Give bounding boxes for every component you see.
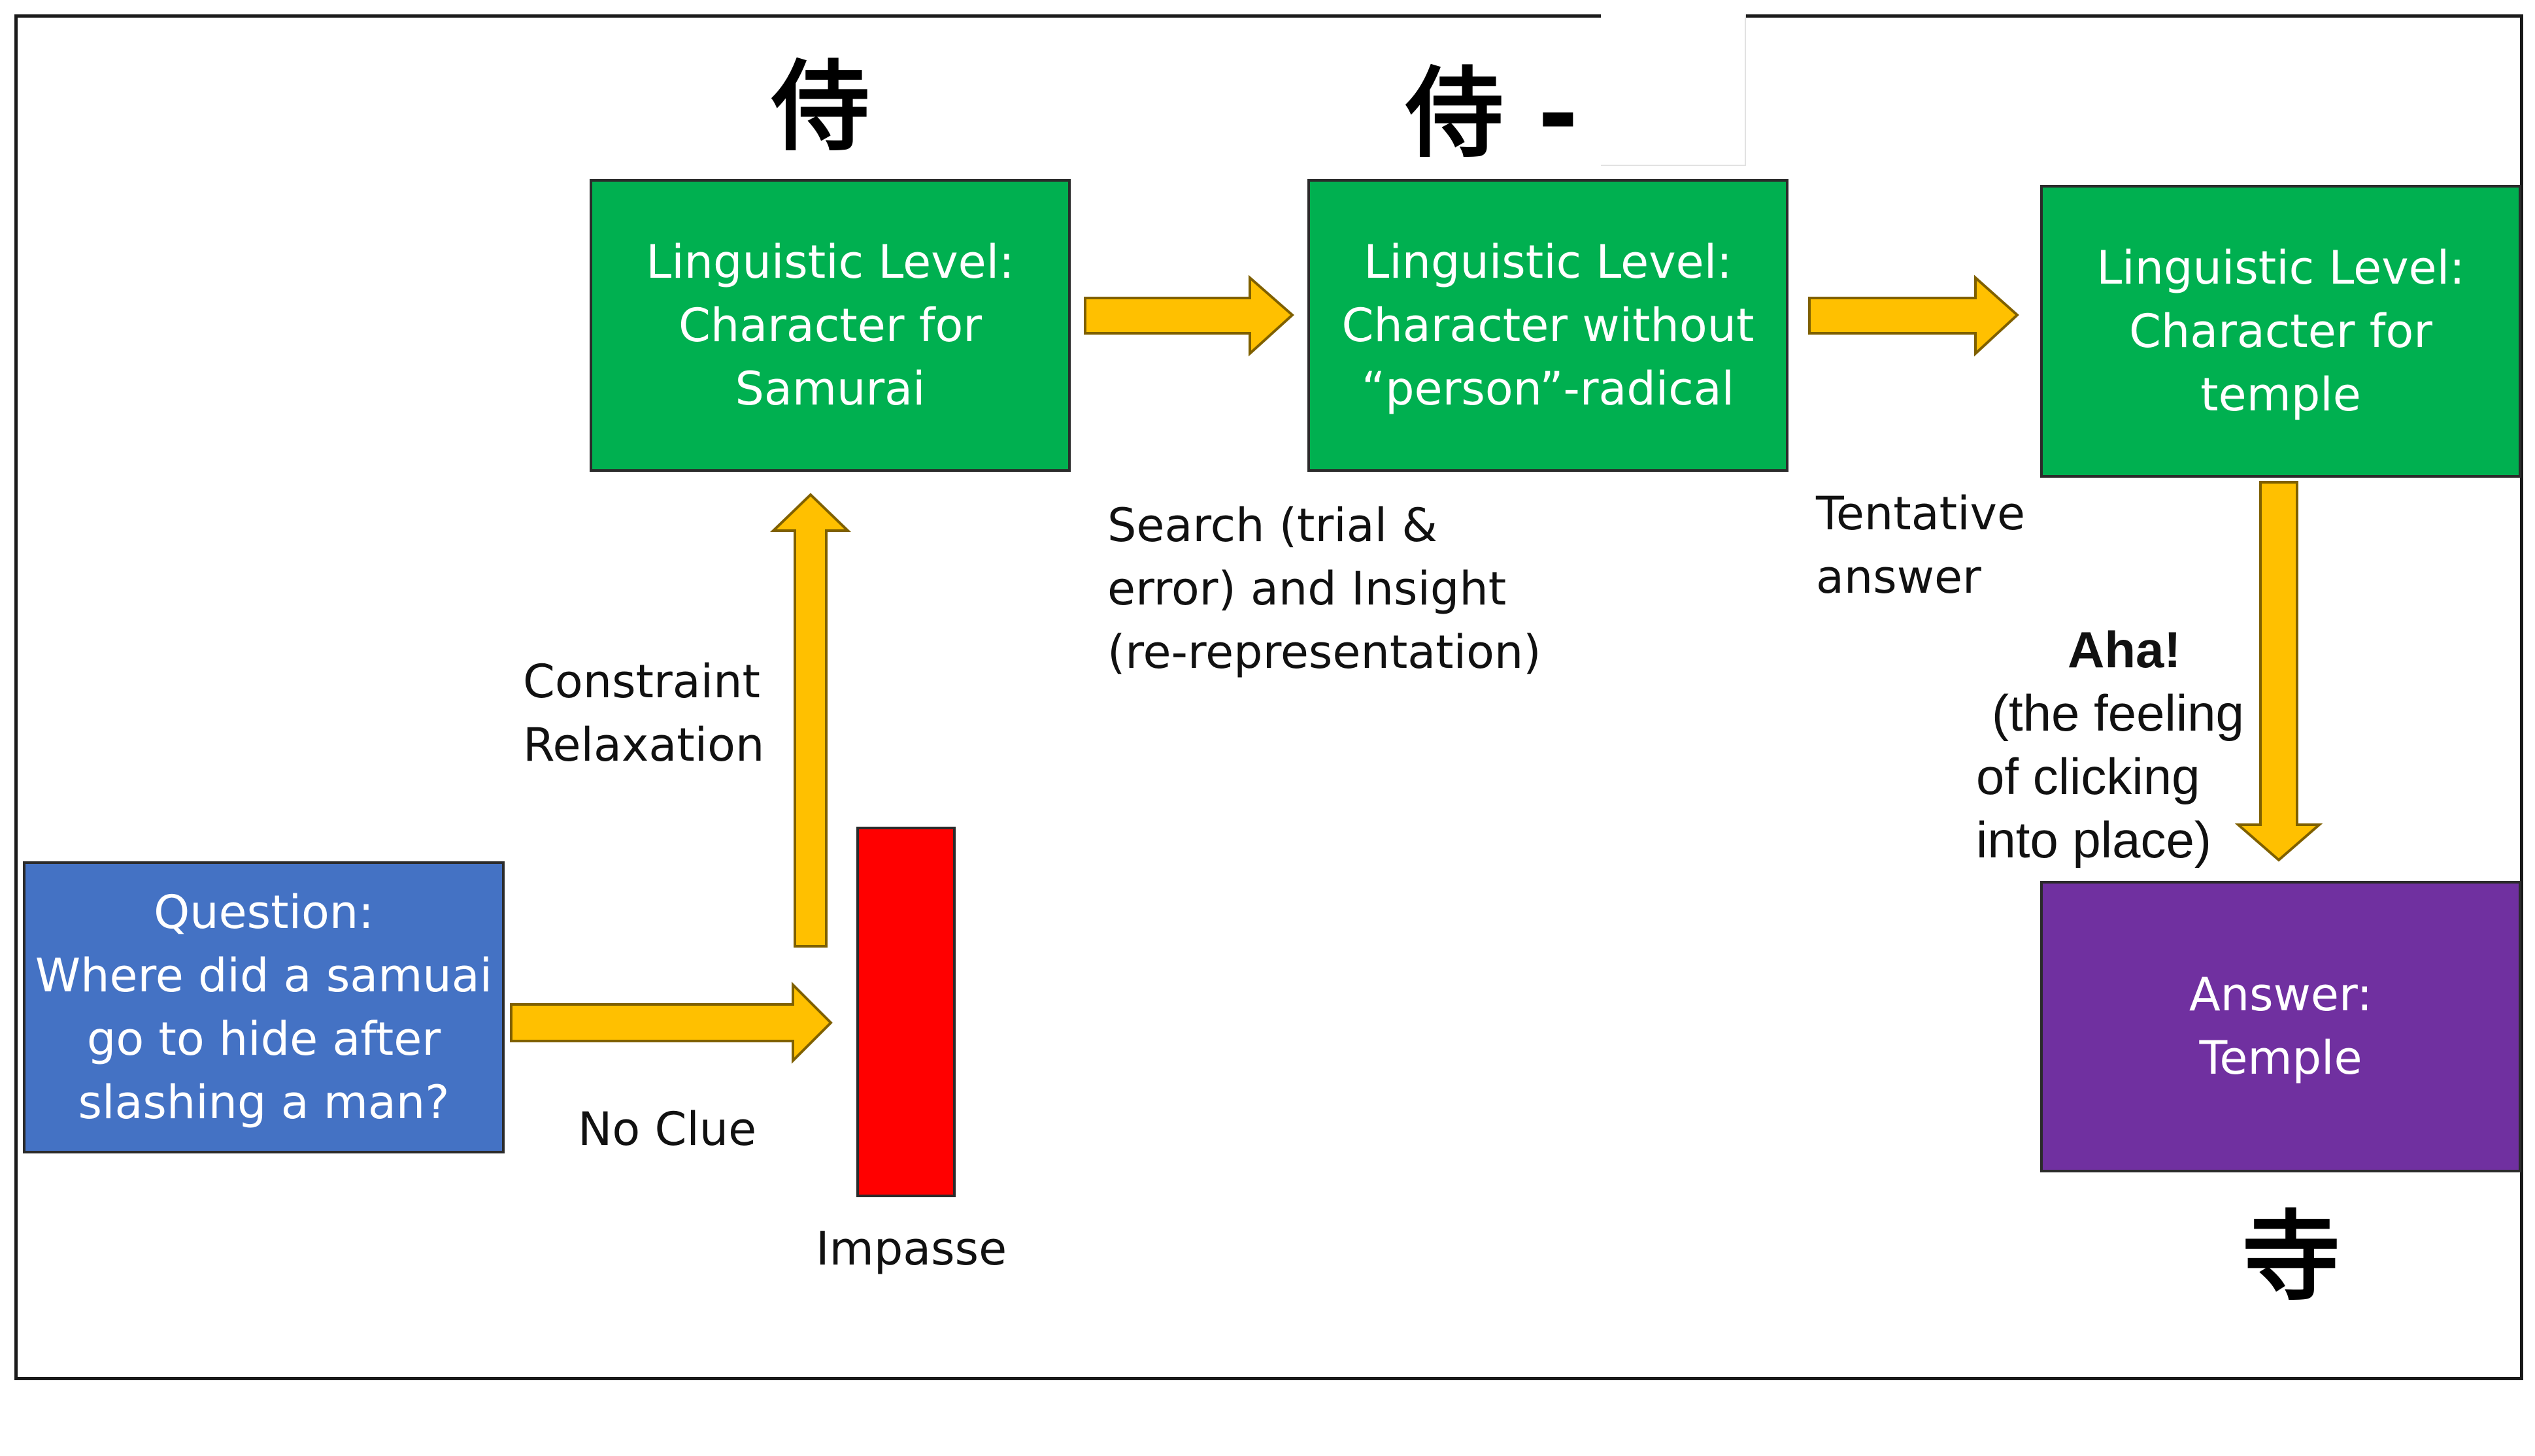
search-line-1: Search (trial & — [1107, 499, 1437, 552]
question-line-4: slashing a man? — [78, 1075, 450, 1129]
aha-line-2: of clicking — [1976, 748, 2200, 805]
constraint-relaxation-label: Constraint Relaxation — [523, 650, 764, 777]
constraint-line-1: Constraint — [523, 655, 760, 708]
arrow-no-clue — [510, 982, 833, 1064]
search-line-2: error) and Insight — [1107, 562, 1507, 616]
tentative-answer-label: Tentative answer — [1816, 482, 2025, 609]
impasse-bar — [856, 827, 956, 1197]
search-line-3: (re-representation) — [1107, 625, 1541, 679]
arrow-tentative — [1808, 274, 2019, 357]
impasse-label: Impasse — [816, 1222, 1007, 1276]
arrow-search — [1084, 274, 1295, 357]
arrow-aha — [2234, 481, 2323, 862]
search-insight-label: Search (trial & error) and Insight (re-r… — [1107, 494, 1541, 684]
no-clue-label: No Clue — [578, 1102, 757, 1156]
question-line-3: go to hide after — [86, 1012, 441, 1066]
tentative-line-1: Tentative — [1816, 487, 2026, 540]
level-samurai-line-1: Linguistic Level: — [646, 235, 1015, 289]
question-line-2: Where did a samuai — [35, 948, 493, 1002]
answer-box: Answer: Temple — [2040, 881, 2521, 1172]
answer-line-1: Answer: — [2189, 968, 2373, 1021]
slide-frame — [14, 14, 2523, 1380]
tentative-line-2: answer — [1816, 550, 1981, 604]
kanji-samurai: 侍 — [771, 51, 870, 165]
question-line-1: Question: — [154, 885, 374, 939]
level-temple-box: Linguistic Level: Character for temple — [2040, 185, 2521, 478]
question-box: Question: Where did a samuai go to hide … — [23, 861, 505, 1153]
aha-line-3: into place) — [1976, 811, 2211, 869]
level-temple-line-1: Linguistic Level: — [2096, 240, 2465, 295]
level-without-line-2: Character without — [1341, 298, 1754, 352]
level-temple-line-2: Character for — [2128, 304, 2433, 358]
level-temple-line-3: temple — [2200, 367, 2361, 422]
aha-label: Aha! (the feeling of clicking into place… — [1976, 618, 2244, 872]
constraint-line-2: Relaxation — [523, 718, 765, 772]
occluding-patch — [1601, 14, 1746, 166]
answer-line-2: Temple — [2199, 1031, 2362, 1085]
kanji-temple: 寺 — [2242, 1201, 2341, 1315]
level-without-line-1: Linguistic Level: — [1364, 235, 1732, 289]
level-without-radical-box: Linguistic Level: Character without “per… — [1307, 179, 1788, 472]
arrow-constraint-relaxation — [770, 493, 851, 948]
level-without-line-3: “person”-radical — [1361, 361, 1735, 416]
aha-line-1: (the feeling — [1992, 684, 2244, 742]
level-samurai-line-3: Samurai — [735, 361, 926, 416]
level-samurai-box: Linguistic Level: Character for Samurai — [590, 179, 1071, 472]
aha-title: Aha! — [2068, 621, 2181, 678]
level-samurai-line-2: Character for — [678, 298, 982, 352]
